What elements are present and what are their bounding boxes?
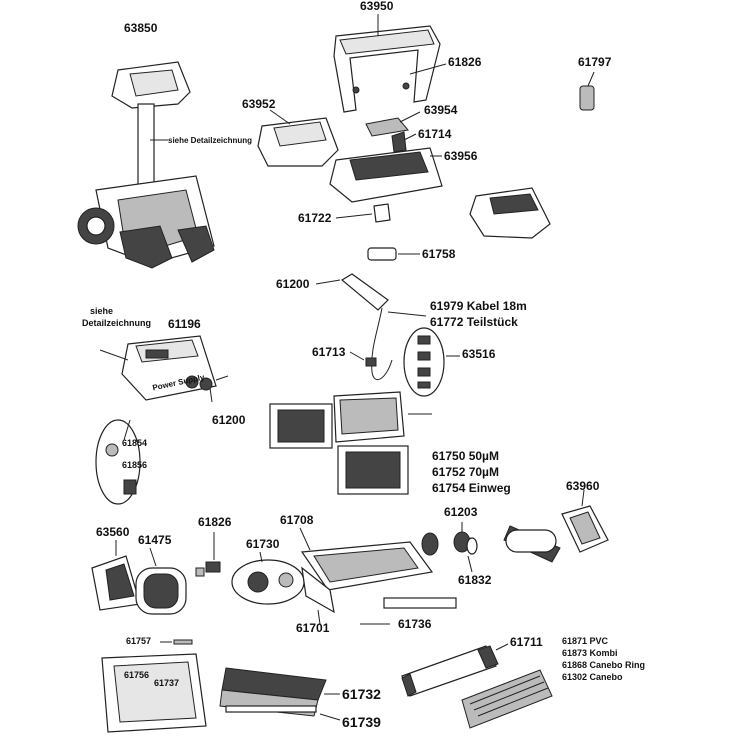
label-61754: 61754 Einweg [432, 481, 511, 495]
label-61854: 61854 [122, 438, 148, 448]
label-61730: 61730 [246, 537, 280, 551]
power-supply-unit [99, 335, 229, 403]
connector-part [391, 131, 407, 153]
label-63954: 63954 [424, 103, 458, 117]
label-61868: 61868 Canebo Ring [562, 660, 646, 670]
label-61979: 61979 Kabel 18m [430, 299, 527, 313]
float-set-part [403, 327, 445, 397]
label-61856: 61856 [122, 460, 148, 470]
label-61750: 61750 50µM [432, 449, 499, 463]
label-61736: 61736 [398, 617, 432, 631]
top-plate-part [365, 117, 409, 137]
roller-part [401, 643, 553, 729]
label-61757: 61757 [126, 636, 152, 646]
label-61475: 61475 [138, 533, 172, 547]
label-63850: 63850 [124, 21, 158, 35]
label-61758: 61758 [422, 247, 456, 261]
label-61739: 61739 [342, 714, 381, 730]
impeller-part [373, 203, 391, 223]
label-61200-bottom: 61200 [212, 413, 246, 427]
label-61826-top: 61826 [448, 55, 482, 69]
label-61708: 61708 [280, 513, 314, 527]
label-61797: 61797 [578, 55, 612, 69]
brush-roller-part [219, 667, 341, 721]
caddy-cart [77, 61, 215, 269]
label-61713: 61713 [312, 345, 346, 359]
ring-part [367, 247, 397, 261]
gear-wheel-part [421, 532, 439, 556]
label-61873: 61873 Kombi [562, 648, 618, 658]
label-63956: 63956 [444, 149, 478, 163]
label-63952: 63952 [242, 97, 276, 111]
label-61737: 61737 [154, 678, 180, 688]
label-61732: 61732 [342, 686, 381, 702]
label-61200-top: 61200 [276, 277, 310, 291]
side-panel-left [91, 540, 187, 615]
small-clip-part [579, 85, 595, 111]
cable-clip-part [365, 357, 377, 367]
cable-line [371, 307, 393, 381]
handle-part [333, 14, 447, 113]
label-61826-bottom: 61826 [198, 515, 232, 529]
label-61196: 61196 [168, 317, 201, 331]
note-detail-right: siehe Detailzeichnung [168, 136, 253, 145]
label-63516: 63516 [462, 347, 496, 361]
label-61756: 61756 [124, 670, 150, 680]
label-61711: 61711 [510, 635, 543, 649]
label-61302: 61302 Canebo [562, 672, 623, 682]
note-detail-left-2: Detailzeichnung [82, 318, 152, 328]
label-61714: 61714 [418, 127, 452, 141]
note-detail-left-1: siehe [90, 306, 114, 316]
label-61832: 61832 [458, 573, 492, 587]
label-61722: 61722 [298, 211, 332, 225]
screw-part [205, 561, 221, 573]
label-63960: 63960 [566, 479, 600, 493]
label-61701: 61701 [296, 621, 330, 635]
label-61203: 61203 [444, 505, 478, 519]
label-61772: 61772 Teilstück [430, 315, 518, 329]
drive-track-right [503, 489, 609, 563]
label-61752: 61752 70µM [432, 465, 499, 479]
label-61871: 61871 PVC [562, 636, 609, 646]
label-63950: 63950 [360, 0, 394, 13]
bottom-lid-part [101, 639, 207, 733]
label-63560: 63560 [96, 525, 130, 539]
filter-assembly [269, 391, 432, 495]
swivel-part [340, 273, 389, 311]
chassis-part [299, 527, 457, 625]
